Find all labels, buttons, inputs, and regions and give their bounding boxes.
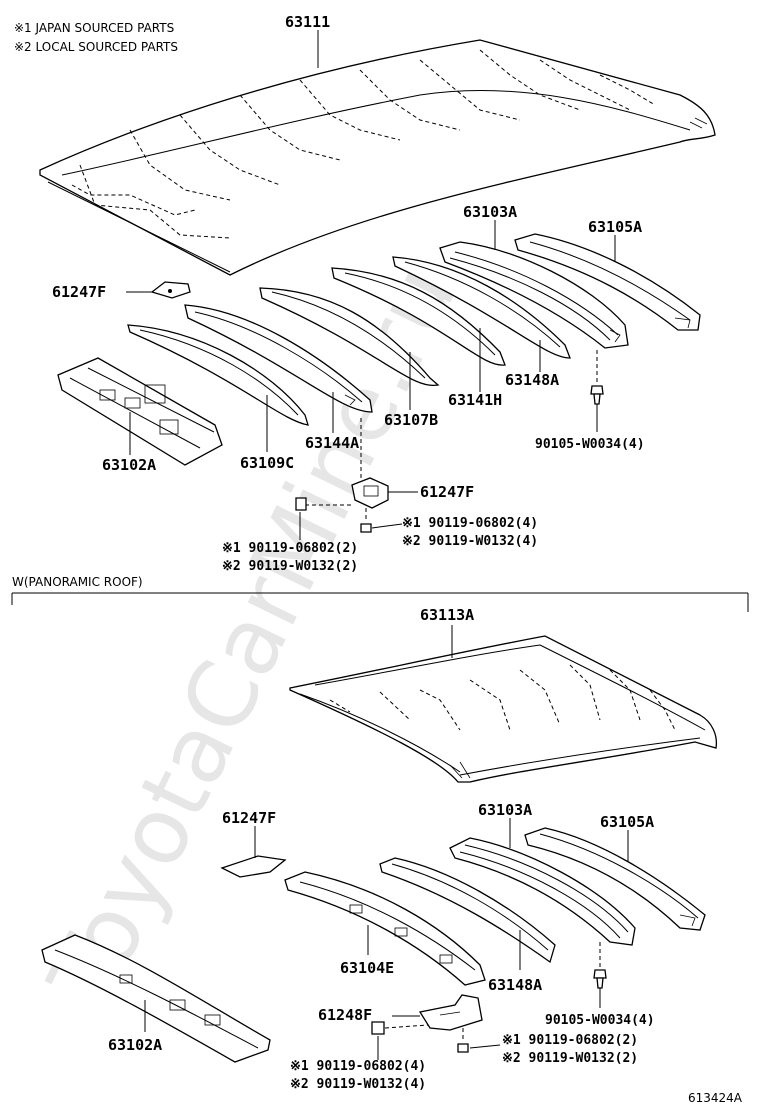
figure-id: 613424A xyxy=(688,1091,743,1105)
roof-panel-63111 xyxy=(39,39,716,276)
label-63113A: 63113A xyxy=(420,606,474,624)
bolt-90105-bottom xyxy=(593,942,607,989)
label-63111: 63111 xyxy=(285,13,330,31)
roof-bow-63107B xyxy=(259,287,440,387)
section-label-panoramic-roof: W(PANORAMIC ROOF) xyxy=(12,575,143,589)
roof-bow-63109C xyxy=(127,324,309,426)
label-bolt-b2-bottom: ※2 90119-W0132(4) xyxy=(290,1077,426,1092)
bolt-90119-right-bottom xyxy=(457,1028,469,1053)
label-63148A-top: 63148A xyxy=(505,371,559,389)
label-90105-top: 90105-W0034(4) xyxy=(535,437,645,452)
label-bolt-a1-top: ※1 90119-06802(4) xyxy=(402,516,538,531)
label-bolt-b1-bottom: ※1 90119-06802(4) xyxy=(290,1059,426,1074)
roof-bow-63105A-bottom xyxy=(524,827,706,931)
label-63103A-top: 63103A xyxy=(463,203,517,221)
label-63102A-bottom: 63102A xyxy=(108,1036,162,1054)
label-61247F-bottom: 61247F xyxy=(222,809,276,827)
label-63102A-top: 63102A xyxy=(102,456,156,474)
roof-bow-63103A-top xyxy=(439,241,629,349)
label-bolt-b1-top: ※1 90119-06802(2) xyxy=(222,541,358,556)
label-90105-bottom: 90105-W0034(4) xyxy=(545,1013,655,1028)
bracket-61247F-lower xyxy=(351,477,389,509)
bolt-90119-right-top xyxy=(360,508,372,533)
label-63105A-bottom: 63105A xyxy=(600,813,654,831)
roof-bow-63105A-top xyxy=(514,233,701,331)
roof-bow-63103A-bottom xyxy=(449,837,636,946)
label-63103A-bottom: 63103A xyxy=(478,801,532,819)
roof-panel-63113A xyxy=(289,635,718,783)
label-63107B: 63107B xyxy=(384,411,438,429)
roof-bow-63144A xyxy=(184,304,373,413)
label-63109C: 63109C xyxy=(240,454,294,472)
label-61247F-top: 61247F xyxy=(52,283,106,301)
roof-panel-63102A-top xyxy=(57,357,223,466)
label-bolt-a1-bottom: ※1 90119-06802(2) xyxy=(502,1033,638,1048)
bracket-61248F xyxy=(418,994,483,1031)
label-61247F-lower: 61247F xyxy=(420,483,474,501)
roof-bow-63148A-bottom xyxy=(379,857,556,964)
label-63144A: 63144A xyxy=(305,434,359,452)
bolt-90119-left-bottom xyxy=(371,1021,385,1035)
bolt-90105-top xyxy=(590,350,604,405)
label-63148A-bottom: 63148A xyxy=(488,976,542,994)
bolt-90119-left-top xyxy=(295,497,307,511)
label-bolt-a2-top: ※2 90119-W0132(4) xyxy=(402,534,538,549)
bracket-61247F-top xyxy=(150,281,191,299)
label-63104E: 63104E xyxy=(340,959,394,977)
roof-bow-63148A-top xyxy=(392,256,571,359)
bracket-61247F-bottom xyxy=(220,855,287,878)
label-63141H: 63141H xyxy=(448,391,502,409)
label-61248F: 61248F xyxy=(318,1006,372,1024)
roof-bow-63104E xyxy=(284,871,486,986)
roof-panel-63102A-bottom xyxy=(41,934,271,1063)
label-63105A-top: 63105A xyxy=(588,218,642,236)
label-bolt-b2-top: ※2 90119-W0132(2) xyxy=(222,559,358,574)
note-local-sourced: ※2 LOCAL SOURCED PARTS xyxy=(14,40,178,54)
label-bolt-a2-bottom: ※2 90119-W0132(2) xyxy=(502,1051,638,1066)
note-japan-sourced: ※1 JAPAN SOURCED PARTS xyxy=(14,21,174,35)
